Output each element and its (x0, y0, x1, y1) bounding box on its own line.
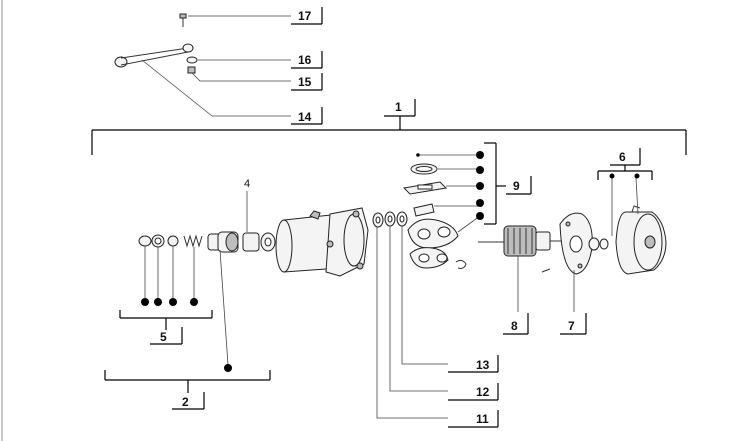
starter-housing (275, 207, 369, 277)
group-bracket-1: 1 (91, 99, 687, 155)
label-box-15: 15 (291, 73, 323, 91)
part-6-end-cover (609, 173, 667, 275)
label-6: 6 (619, 150, 626, 164)
part-13-washer (396, 211, 448, 365)
group-bracket-2: 2 (104, 370, 271, 410)
group-bracket-6: 6 (597, 148, 653, 180)
label-16: 16 (298, 53, 312, 67)
label-2: 2 (182, 395, 189, 409)
label-7: 7 (568, 319, 575, 333)
label-12: 12 (476, 385, 490, 399)
label-11: 11 (476, 412, 489, 426)
part-16-washer (186, 56, 291, 64)
part-11-washer (372, 212, 448, 419)
label-9: 9 (513, 179, 520, 193)
part-2-drive-pinion (207, 231, 239, 372)
part-8-armature (478, 225, 562, 312)
label-box-14: 14 (291, 107, 323, 125)
group-bracket-9: 9 (484, 142, 532, 225)
label-4: 4 (244, 178, 250, 190)
label-box-12: 12 (448, 383, 499, 401)
label-5: 5 (160, 330, 167, 344)
part-14-rod (114, 43, 291, 117)
label-box-13: 13 (448, 355, 499, 373)
part-17-screw (179, 13, 291, 27)
label-17: 17 (298, 9, 312, 23)
part-7-brush-plate (541, 212, 609, 312)
label-8: 8 (511, 319, 518, 333)
part-4-bushing (242, 232, 276, 252)
label-box-8: 8 (503, 313, 529, 335)
group-bracket-5: 5 (119, 310, 213, 345)
label-13: 13 (476, 358, 490, 372)
label-14: 14 (298, 110, 312, 124)
part-9-components (402, 151, 484, 269)
label-box-11: 11 (448, 410, 499, 428)
part-15-nut (187, 66, 291, 82)
label-box-16: 16 (291, 51, 323, 69)
label-4-group: 4 (244, 178, 250, 232)
part-12-washer (384, 211, 448, 392)
label-1: 1 (395, 100, 402, 114)
label-15: 15 (298, 75, 312, 89)
label-box-7: 7 (560, 313, 587, 335)
label-box-17: 17 (291, 7, 323, 25)
part-5-components (138, 234, 203, 306)
